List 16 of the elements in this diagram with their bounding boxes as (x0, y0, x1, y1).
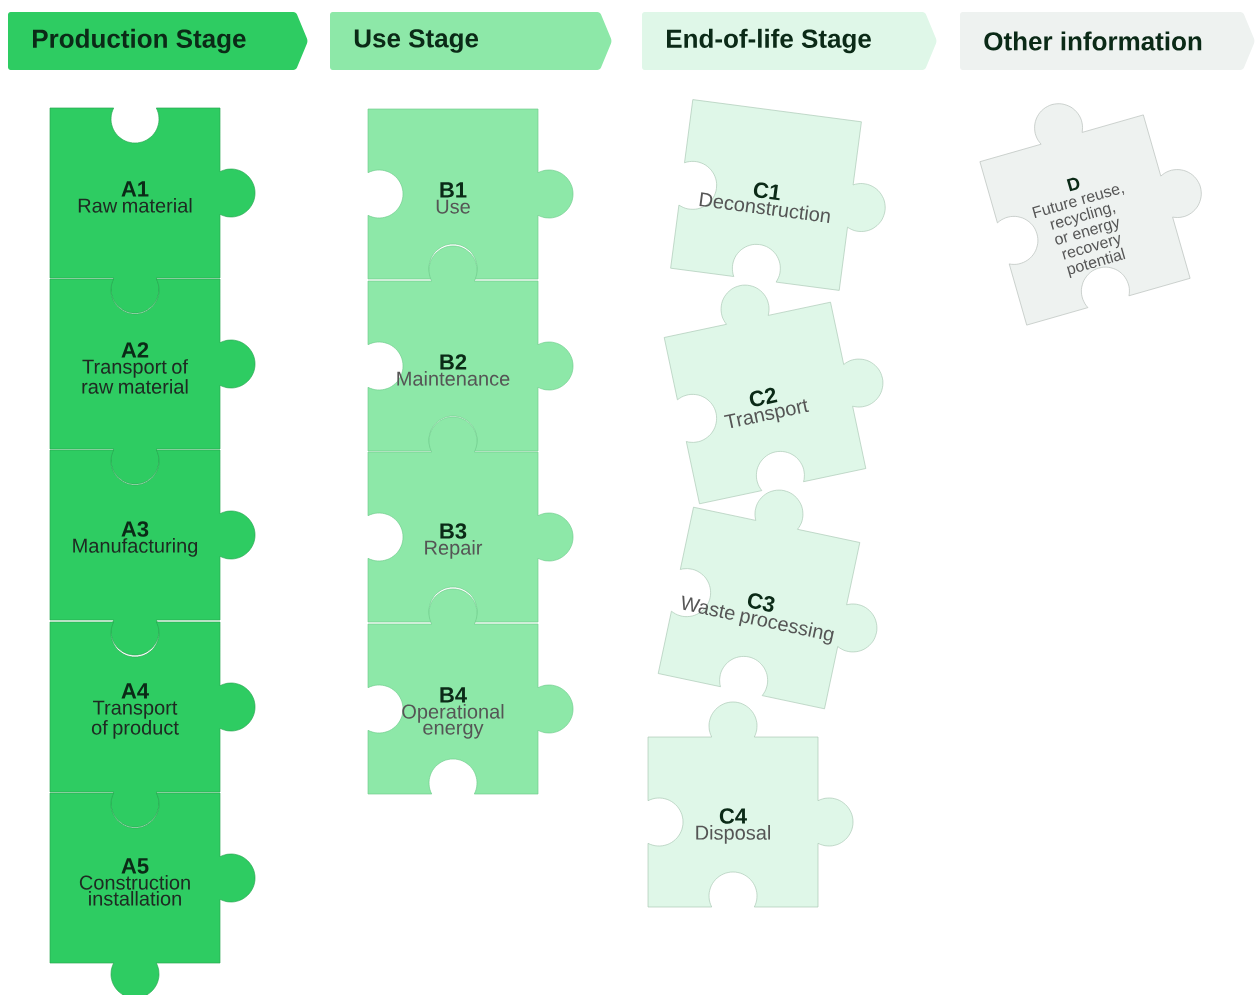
puzzle-piece: C2 Transport (663, 284, 884, 505)
puzzle-piece: C4 Disposal (647, 701, 854, 908)
puzzle-piece: B2 Maintenance (367, 245, 574, 452)
puzzle-piece: A3 Manufacturing (49, 449, 256, 656)
stage-banner: Other information (960, 12, 1255, 70)
stage-banner: End-of-life Stage (642, 12, 937, 70)
stage-banner: Production Stage (8, 12, 308, 70)
puzzle-piece: B3 Repair (367, 416, 574, 623)
puzzle-piece: A4 Transport of product (49, 621, 256, 828)
puzzle-piece: A5 Construction installation (49, 792, 256, 995)
puzzle-piece: A2 Transport of raw material (49, 278, 256, 485)
puzzle-piece: B1 Use (367, 108, 574, 280)
puzzle-piece: B4 Operational energy (367, 588, 574, 795)
puzzle-piece: A1 Raw material (49, 107, 256, 314)
stage-banner: Use Stage (330, 12, 612, 70)
puzzle-piece: C1 Deconstruction (670, 99, 886, 291)
